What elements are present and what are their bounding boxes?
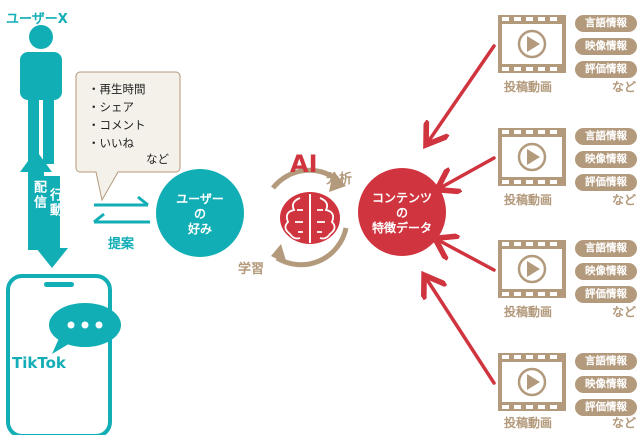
post-label: 投稿動画 — [504, 416, 553, 430]
video-icon — [498, 353, 566, 411]
content-features-line: コンテンツ — [371, 191, 432, 205]
video-icon — [498, 128, 566, 186]
tag-language: 言語情報 — [575, 15, 637, 32]
brain-icon — [280, 192, 340, 244]
input-arrow — [426, 278, 496, 385]
bubble-more: など — [146, 152, 169, 166]
content-features-line: の — [395, 206, 408, 220]
tag-video: 映像情報 — [575, 151, 637, 168]
user-preference-circle — [156, 169, 244, 257]
app-name: TikTok — [12, 354, 66, 372]
tag-language: 言語情報 — [575, 353, 637, 370]
tag-video: 映像情報 — [575, 376, 637, 393]
phone-icon — [6, 274, 112, 435]
delivery-label: 配信 — [31, 180, 46, 210]
content-features-circle — [358, 168, 446, 256]
user-label: ユーザーX — [6, 12, 68, 27]
bubble-item: ・シェア — [88, 100, 134, 114]
user-preference-text: ユーザー の 好み — [160, 192, 240, 237]
tag-video: 映像情報 — [575, 38, 637, 55]
exchange-arrows — [93, 195, 150, 224]
post-more: など — [612, 305, 637, 319]
post-more: など — [612, 416, 637, 430]
content-features-line: 特徴データ — [371, 221, 432, 235]
tag-rating: 評価情報 — [575, 286, 637, 303]
suggest-label: 提案 — [108, 237, 135, 252]
tag-video: 映像情報 — [575, 263, 637, 280]
learning-label: 学習 — [238, 262, 265, 277]
post-more: など — [612, 193, 637, 207]
person-icon — [20, 25, 62, 164]
bubble-item: ・いいね — [88, 136, 134, 150]
tag-rating: 評価情報 — [575, 174, 637, 191]
bubble-item: ・コメント — [88, 118, 146, 132]
post-label: 投稿動画 — [504, 305, 553, 319]
speech-bubble — [75, 71, 181, 202]
cycle-arrowhead-2 — [271, 244, 287, 264]
input-arrow — [440, 156, 496, 188]
post-label: 投稿動画 — [504, 80, 553, 94]
content-features-text: コンテンツ の 特徴データ — [358, 191, 446, 236]
user-preference-line: ユーザー — [176, 192, 224, 206]
post-more: など — [612, 80, 637, 94]
user-preference-line: 好み — [187, 222, 212, 236]
ai-label: AI — [290, 150, 318, 178]
action-arrow — [36, 176, 68, 268]
bubble-item: ・再生時間 — [88, 82, 146, 96]
input-arrow — [428, 44, 496, 142]
chat-bubble-icon — [49, 303, 121, 354]
video-icon — [498, 15, 566, 73]
bubble-list: ・再生時間 ・シェア ・コメント ・いいね — [88, 80, 178, 152]
post-label: 投稿動画 — [504, 193, 553, 207]
analysis-label: 分析 — [326, 172, 353, 187]
action-label: 行動 — [47, 188, 62, 218]
user-preference-line: の — [193, 207, 206, 221]
input-arrow — [438, 240, 496, 272]
video-icon — [498, 240, 566, 298]
tag-rating: 評価情報 — [575, 61, 637, 78]
cycle-arrowhead-1 — [329, 172, 346, 192]
tag-language: 言語情報 — [575, 240, 637, 257]
tag-rating: 評価情報 — [575, 399, 637, 416]
tag-language: 言語情報 — [575, 128, 637, 145]
